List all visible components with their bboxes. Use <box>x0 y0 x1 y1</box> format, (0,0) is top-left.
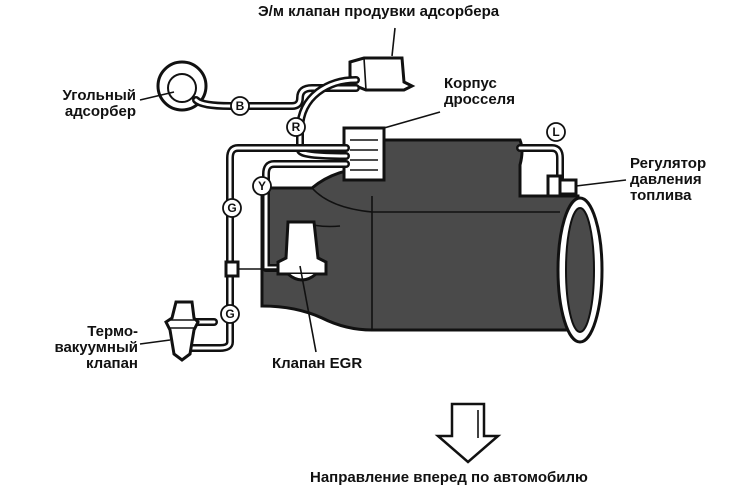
svg-text:G: G <box>227 201 236 215</box>
thermo-valve-label: Термо- вакуумный клапан <box>54 323 138 372</box>
vacuum-hoses <box>186 76 564 352</box>
throttle-body-label: Корпус дросселя <box>444 75 515 108</box>
hose-tag-g-upper: G <box>222 198 242 218</box>
egr-valve-label: Клапан EGR <box>272 355 363 372</box>
egr-valve <box>276 220 328 353</box>
direction-label: Направление вперед по автомобилю <box>310 469 588 486</box>
fuel-pressure-regulator <box>546 174 627 198</box>
hose-tag-l: L <box>546 122 566 142</box>
fuel-regulator-label: Регулятор давления топлива <box>630 155 707 204</box>
forward-direction-arrow <box>434 402 502 464</box>
svg-text:Y: Y <box>258 179 266 193</box>
canister-label: Угольный адсорбер <box>62 87 136 120</box>
svg-text:G: G <box>225 307 234 321</box>
hose-tag-y: Y <box>252 176 272 196</box>
tee-connector <box>224 260 240 278</box>
hose-tag-b: B <box>230 96 250 116</box>
svg-text:R: R <box>292 120 301 134</box>
hose-tag-g-lower: G <box>220 304 240 324</box>
svg-text:B: B <box>236 99 245 113</box>
hose-tag-r: R <box>286 117 306 137</box>
thermo-vacuum-valve <box>139 300 200 362</box>
intake-manifold <box>260 138 580 332</box>
purge-valve-label: Э/м клапан продувки адсорбера <box>258 3 500 20</box>
svg-text:L: L <box>552 125 559 139</box>
